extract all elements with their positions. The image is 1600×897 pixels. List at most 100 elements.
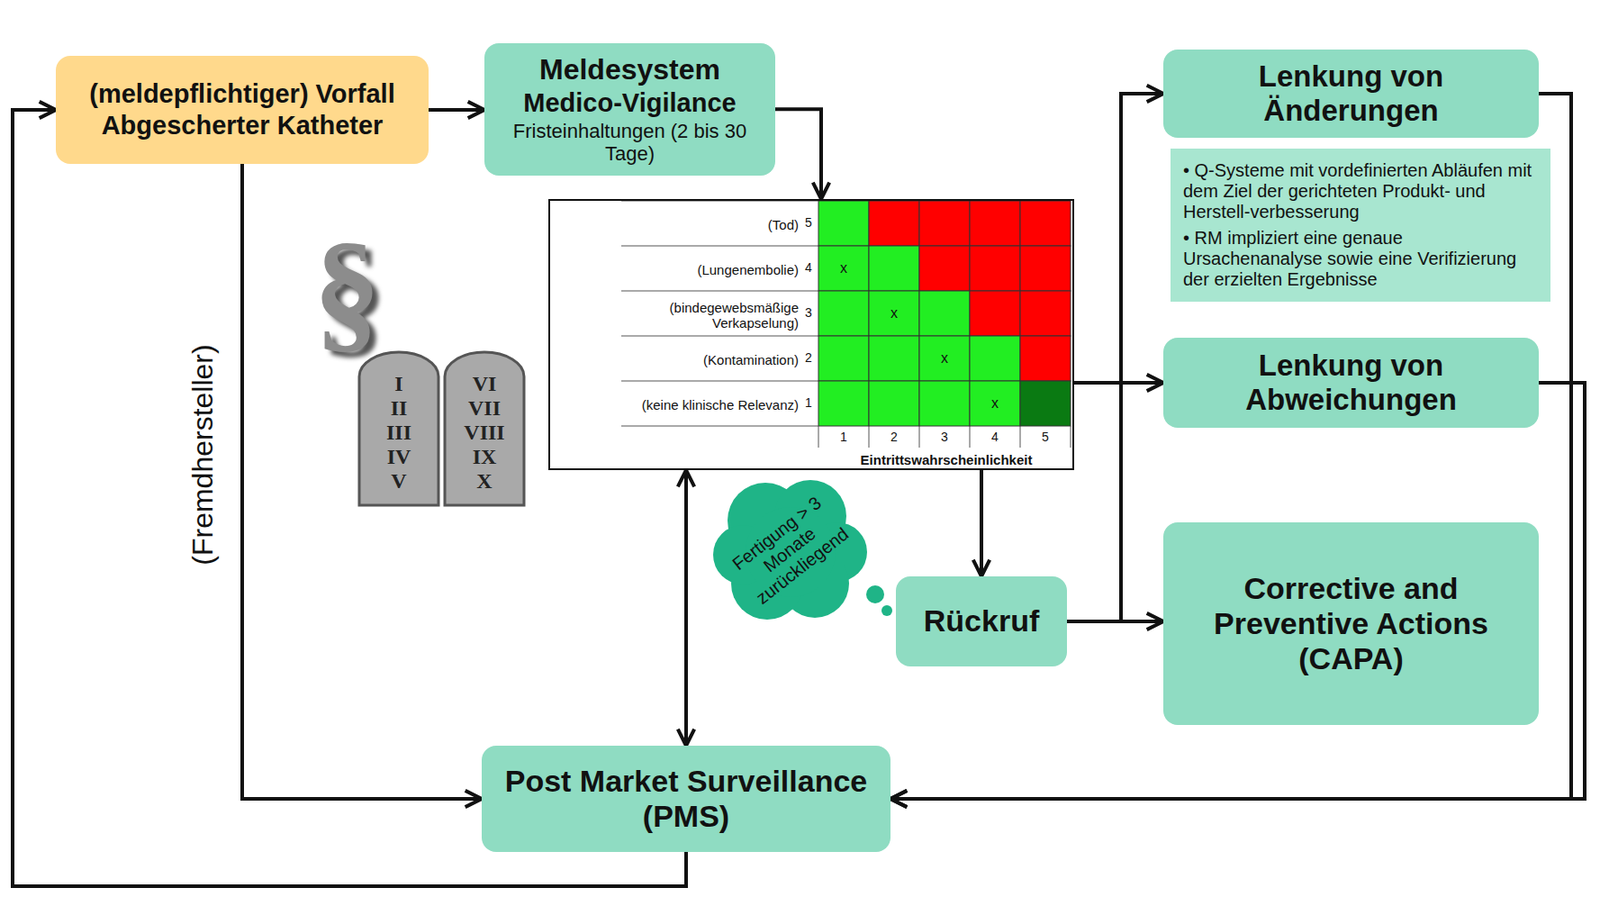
matrix-cell [1020,380,1071,426]
matrix-cell [919,245,970,291]
deviation-box: Lenkung von Abweichungen [1163,337,1539,428]
column-rule [868,425,870,448]
connector-arrow [1066,93,1164,622]
matrix-cell [969,200,1021,246]
thought-bubble [866,585,885,604]
row-rule [621,290,819,292]
stone-tablet [359,352,439,506]
roman-numeral: IV [371,444,426,469]
matrix-cell [919,290,970,336]
risk-matrix: (Tod)(Lungenembolie)(bindegewebsmäßige V… [548,198,1075,471]
probability-number: 1 [834,428,853,447]
risk-mark: x [935,348,954,369]
severity-number: 1 [800,394,817,413]
row-rule [621,245,819,247]
matrix-cell [868,335,920,381]
roman-numeral: III [371,420,426,444]
probability-number: 5 [1036,428,1055,447]
roman-numeral: V [371,469,426,493]
matrix-cell [969,245,1021,291]
matrix-label: (Tod) [618,202,799,248]
matrix-cell [868,290,920,336]
connector-arrow [890,382,1585,799]
matrix-cell [1020,290,1071,336]
connector-arrow [775,108,822,199]
node-text: • Q-Systeme mit vordefinierten Abläufen … [1183,160,1538,223]
row-rule [621,335,819,337]
node-text: Meldesystem [539,53,721,87]
matrix-cell [1020,335,1071,381]
node-text: • RM impliziert eine genaue Ursachenanal… [1183,227,1538,290]
matrix-cell [969,290,1021,336]
column-rule [969,425,971,448]
matrix-cell [818,380,869,426]
edge-label: (Fremdhersteller) [185,310,222,599]
node-text: Post Market Surveillance (PMS) [494,763,878,834]
matrix-label: (bindegewebsmäßige Verkapselung) [618,292,799,338]
connector-arrow [242,163,482,799]
risk-mark: x [885,303,904,324]
matrix-cell [818,335,869,381]
risk-mark: x [834,258,853,279]
matrix-cell [919,380,970,426]
matrix-cell [818,245,869,291]
matrix-cell [969,380,1021,426]
node-text: Lenkung von Änderungen [1175,59,1527,128]
node-text: Rückruf [923,603,1040,639]
matrix-cell [868,380,920,426]
reporting-box: MeldesystemMedico-VigilanceFristeinhaltu… [484,43,776,176]
roman-numeral: VI [457,371,512,396]
change-control-box: Lenkung von Änderungen [1163,49,1539,138]
stone-tablet [444,352,525,506]
risk-mark: x [985,393,1004,414]
connector-arrow [1074,380,1164,385]
severity-number: 2 [800,349,817,368]
matrix-label: Eintrittswahrscheinlichkeit [820,451,1073,470]
recall-box: Rückruf [895,576,1067,667]
node-text: Medico-Vigilance [523,88,736,118]
matrix-label: (keine klinische Relevanz) [618,382,799,428]
pms-box: Post Market Surveillance (PMS) [481,745,891,852]
node-text: Abgescherter Katheter [101,110,384,141]
row-rule [621,425,819,427]
roman-numeral: VII [457,396,512,420]
connector-arrow [979,470,984,577]
paragraph-symbol: § [286,212,408,366]
matrix-cell [818,200,869,246]
matrix-cell [1020,200,1071,246]
roman-numeral: II [371,396,426,420]
matrix-cell [868,200,920,246]
matrix-cell [969,335,1021,381]
severity-number: 4 [800,259,817,278]
roman-numeral: IX [457,444,512,469]
roman-numeral: X [457,469,512,493]
severity-number: 3 [800,304,817,323]
matrix-label: (Kontamination) [618,337,799,383]
thought-cloud: Fertigung > 3 Monate zurückliegend [711,475,869,620]
matrix-cell [919,200,970,246]
matrix-cell [818,290,869,336]
matrix-cell [868,245,920,291]
column-rule [818,425,820,448]
probability-number: 3 [935,428,954,447]
node-text: Fristeinhaltungen (2 bis 30 Tage) [497,119,763,166]
node-text: (meldepflichtiger) Vorfall [89,79,395,109]
probability-number: 2 [885,428,904,447]
matrix-label: (Lungenembolie) [618,247,799,293]
capa-box: Corrective and Preventive Actions (CAPA) [1163,522,1539,725]
row-rule [621,380,819,382]
probability-number: 4 [985,428,1004,447]
severity-number: 5 [800,214,817,233]
node-text: Corrective and Preventive Actions (CAPA) [1175,570,1527,677]
matrix-ground [548,198,1075,471]
roman-numeral: I [371,371,426,396]
column-rule [1070,425,1072,448]
thought-bubble [881,605,893,616]
matrix-cell [919,335,970,381]
note-panel: • Q-Systeme mit vordefinierten Abläufen … [1170,148,1551,302]
incident-box: (meldepflichtiger) VorfallAbgescherter K… [55,55,429,164]
roman-numeral: VIII [457,420,512,444]
column-rule [1020,425,1022,448]
connector-arrow [428,108,485,112]
